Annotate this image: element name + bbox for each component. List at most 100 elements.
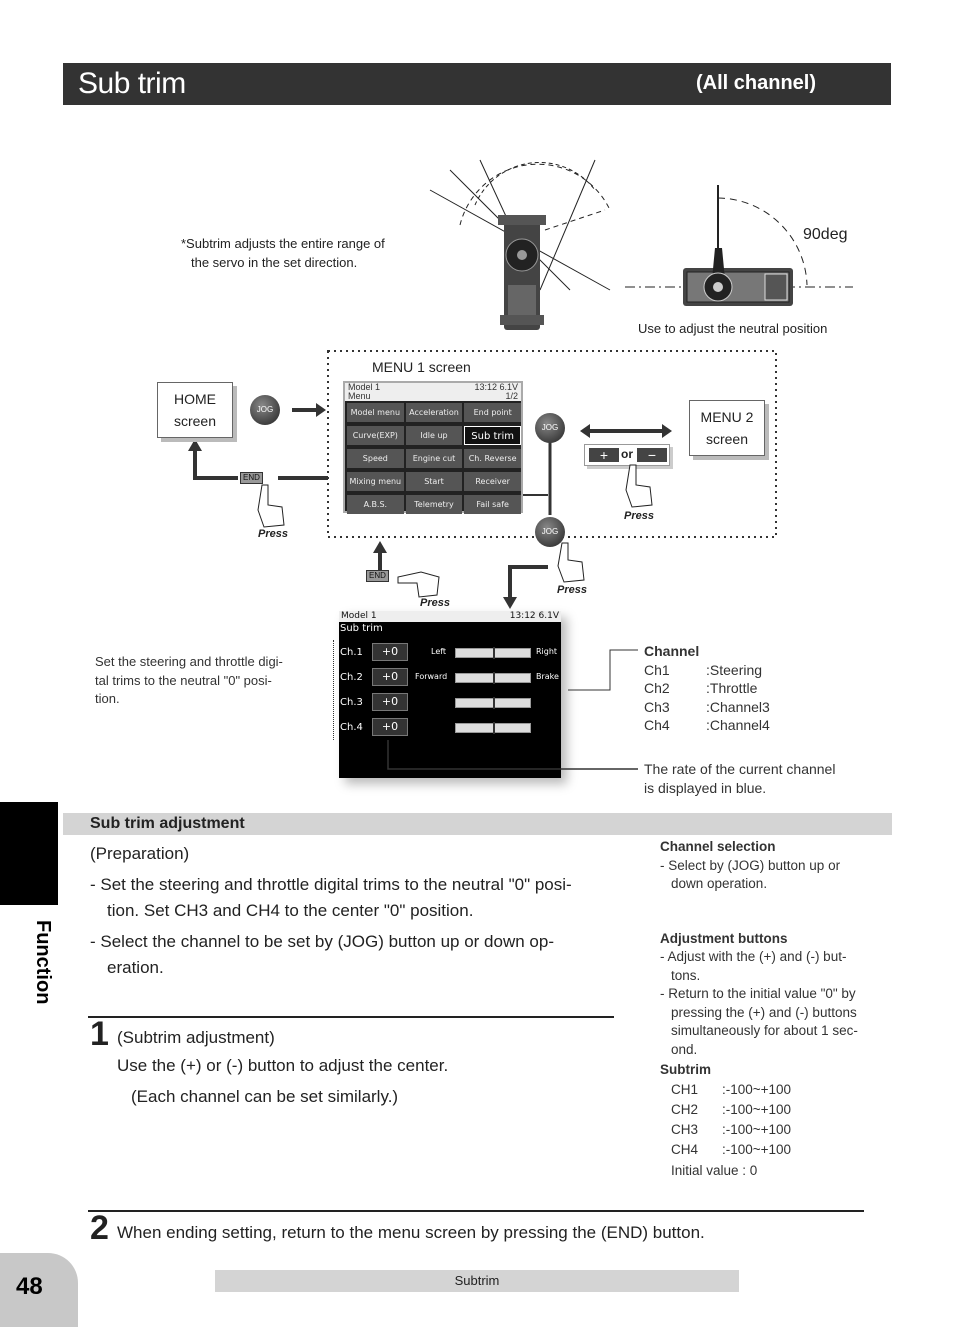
channel-desc: :Steering bbox=[706, 661, 763, 678]
range-key: CH3 bbox=[671, 1121, 699, 1137]
row-bracket bbox=[333, 640, 336, 740]
rate-note-line: The rate of the current channel bbox=[644, 761, 836, 777]
servo-neutral-illustration bbox=[625, 185, 853, 306]
press-label: Press bbox=[420, 597, 450, 609]
channel-key: Ch2 bbox=[644, 680, 670, 696]
left-note: Set the steering and throttle digi- tal … bbox=[95, 653, 283, 709]
channel-label: Ch.3 bbox=[340, 697, 363, 708]
trim-bar bbox=[455, 672, 531, 684]
right-notes: Channel selection - Select by (JOG) butt… bbox=[660, 838, 876, 1181]
adj-line: - Return to the initial value "0" by bbox=[660, 986, 856, 1001]
rate-note: The rate of the current channel is displ… bbox=[644, 760, 835, 797]
range-value: :-100~+100 bbox=[722, 1081, 792, 1097]
press-hand-icon bbox=[397, 571, 440, 598]
channel-desc: :Throttle bbox=[706, 680, 758, 696]
menu-item[interactable]: Engine cut bbox=[405, 449, 463, 468]
jog-button-menu[interactable]: JOG bbox=[535, 413, 565, 443]
menu-item[interactable]: Receiver bbox=[464, 472, 521, 491]
channel-value[interactable]: +0 bbox=[372, 668, 408, 686]
end-button-menu[interactable]: END bbox=[240, 472, 263, 484]
right-label: Brake bbox=[536, 672, 559, 681]
home-screen-box[interactable]: HOME screen bbox=[157, 382, 233, 438]
flow-arrows bbox=[188, 350, 777, 609]
home-box-line1: HOME bbox=[174, 391, 216, 407]
plus-button[interactable]: + bbox=[589, 448, 619, 462]
press-hand-icon bbox=[557, 542, 585, 583]
subtrim-header: Model 1 13:12 6.1V bbox=[339, 611, 561, 622]
subtrim-screen-title: Sub trim bbox=[340, 623, 383, 634]
range-value: :-100~+100 bbox=[722, 1101, 792, 1117]
menu-item[interactable]: Idle up bbox=[405, 426, 463, 445]
jog-button-home[interactable]: JOG bbox=[250, 395, 280, 425]
subtrim-range-title: Subtrim bbox=[660, 1062, 712, 1077]
left-note-line: tion. bbox=[95, 691, 120, 706]
minus-button[interactable]: − bbox=[637, 448, 667, 462]
menu1-status: 13:12 6.1V bbox=[474, 382, 518, 392]
bullet-2a: - Select the channel to be set by (JOG) … bbox=[90, 932, 554, 951]
subtrim-note-line2: the servo in the set direction. bbox=[191, 255, 358, 270]
menu1-model: Model 1 bbox=[348, 382, 381, 392]
menu-item-subtrim[interactable]: Sub trim bbox=[464, 426, 521, 445]
channel-legend: Channel Ch1:Steering Ch2:Throttle Ch3:Ch… bbox=[644, 642, 770, 735]
footer-label: Subtrim bbox=[215, 1270, 739, 1292]
left-note-line: Set the steering and throttle digi- bbox=[95, 654, 283, 669]
step1-rule bbox=[88, 1016, 614, 1018]
menu-item[interactable]: Fail safe bbox=[464, 495, 521, 514]
deg-label: 90deg bbox=[803, 226, 848, 243]
trim-bar bbox=[455, 647, 531, 659]
plus-minus-buttons: + or − bbox=[584, 444, 670, 466]
menu1-label: MENU 1 screen bbox=[372, 359, 471, 375]
menu1-title: Menu bbox=[348, 391, 371, 401]
menu-item[interactable]: Curve(EXP) bbox=[347, 426, 404, 445]
channel-row[interactable]: Ch.1 +0 Left Right bbox=[339, 643, 561, 663]
press-label: Press bbox=[557, 584, 587, 596]
channel-value[interactable]: +0 bbox=[372, 693, 408, 711]
adj-line: ond. bbox=[671, 1041, 698, 1057]
channel-value[interactable]: +0 bbox=[372, 643, 408, 661]
range-key: CH2 bbox=[671, 1101, 699, 1117]
jog-button-select[interactable]: JOG bbox=[535, 517, 565, 547]
chsel-title: Channel selection bbox=[660, 839, 776, 854]
left-note-line: tal trims to the neutral "0" posi- bbox=[95, 672, 272, 688]
step2-text: When ending setting, return to the menu … bbox=[117, 1223, 705, 1242]
menu-item[interactable]: Mixing menu bbox=[347, 472, 404, 491]
channel-row[interactable]: Ch.3 +0 bbox=[339, 693, 561, 713]
menu-item[interactable]: Ch. Reverse bbox=[464, 449, 521, 468]
menu-item[interactable]: End point bbox=[464, 403, 521, 422]
channel-key: Ch1 bbox=[644, 661, 670, 678]
menu2-box-line1: MENU 2 bbox=[700, 409, 754, 425]
menu-item[interactable]: Model menu bbox=[347, 403, 404, 422]
step1-number: 1 bbox=[90, 1015, 109, 1053]
left-label: Left bbox=[431, 647, 447, 656]
press-label: Press bbox=[624, 510, 654, 522]
menu-item[interactable]: A.B.S. bbox=[347, 495, 404, 514]
channel-label: Ch.2 bbox=[340, 672, 363, 683]
press-label: Press bbox=[258, 528, 288, 540]
menu-item[interactable]: Start bbox=[405, 472, 463, 491]
press-hand-icon bbox=[625, 464, 653, 508]
range-key: CH4 bbox=[671, 1141, 699, 1157]
adj-line: - Adjust with the (+) and (-) but- bbox=[660, 949, 847, 964]
trim-bar bbox=[455, 722, 531, 734]
end-button-subtrim[interactable]: END bbox=[366, 570, 389, 582]
right-label: Right bbox=[536, 647, 558, 656]
step1-line1: Use the (+) or (-) button to adjust the … bbox=[117, 1056, 449, 1075]
prep-heading: (Preparation) bbox=[90, 844, 190, 863]
step2-number: 2 bbox=[90, 1209, 109, 1247]
neutral-note: Use to adjust the neutral position bbox=[638, 321, 828, 336]
menu2-screen-box[interactable]: MENU 2 screen bbox=[689, 400, 765, 456]
page-number: 48 bbox=[16, 1273, 43, 1300]
press-hand-icon bbox=[257, 484, 285, 528]
channel-desc: :Channel4 bbox=[706, 717, 770, 733]
channel-row[interactable]: Ch.4 +0 bbox=[339, 718, 561, 738]
menu-item[interactable]: Acceleration bbox=[405, 403, 463, 422]
chsel-line: - Select by (JOG) button up or bbox=[660, 857, 841, 873]
step2-rule bbox=[88, 1210, 864, 1212]
channel-row[interactable]: Ch.2 +0 Forward Brake bbox=[339, 668, 561, 688]
channel-desc: :Channel3 bbox=[706, 698, 770, 715]
channel-value[interactable]: +0 bbox=[372, 718, 408, 736]
channel-label: Ch.4 bbox=[340, 722, 363, 733]
menu-item[interactable]: Speed bbox=[347, 449, 404, 468]
menu-item[interactable]: Telemetry bbox=[405, 495, 463, 514]
